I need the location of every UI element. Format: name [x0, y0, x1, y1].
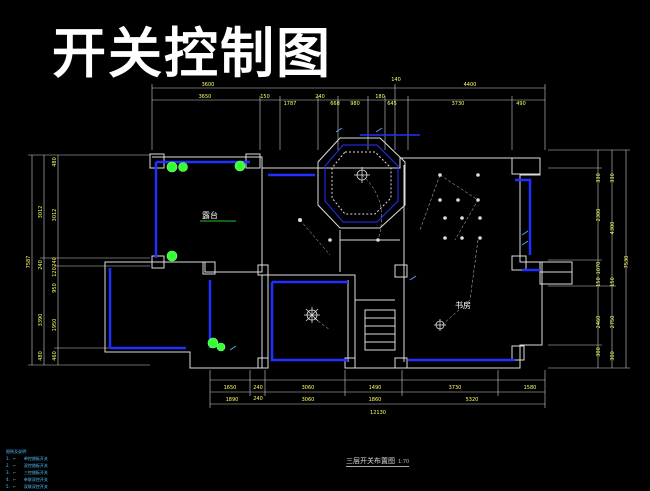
legend-item-label: 双控翘板开关 — [23, 463, 48, 468]
dimension-text-vertical: 7587 3012 240 3390 480 480 3012 240 120 … — [26, 157, 630, 361]
downlight-icon — [298, 173, 482, 242]
dim-left-inner-4: 950 — [52, 283, 58, 293]
sheet-title-text: 三层开关布置图 — [346, 457, 395, 465]
dim-right-mid-1: 4300 — [610, 222, 616, 235]
room-label-study: 书房 — [455, 300, 471, 310]
dim-left-inner-2: 240 — [52, 257, 58, 267]
wall-outline — [104, 153, 573, 369]
dim-top2-2: 1787 — [284, 101, 297, 107]
dim-bottom2-4: 5320 — [466, 397, 479, 403]
dim-right-outer: 7530 — [624, 256, 630, 269]
dim-left-inner-3: 120 — [52, 267, 58, 277]
dim-bottom2-2: 3060 — [302, 397, 315, 403]
dim-top2-3: 240 — [315, 94, 325, 100]
legend-item-label: 单联双控开关 — [23, 477, 48, 482]
dim-left-inner-0: 480 — [52, 157, 58, 167]
legend-item: 1. ⌐ 单控翘板开关 — [6, 455, 76, 462]
dim-left-inner-5: 1950 — [52, 319, 58, 332]
dim-right-inner-2: 1070 — [596, 262, 602, 275]
legend-item-num: 3. — [6, 470, 10, 475]
legend-heading: 图例及说明： — [6, 449, 30, 454]
dim-left-mid-2: 3390 — [38, 314, 44, 327]
dim-right-inner-5: 300 — [596, 347, 602, 357]
dim-top2-5: 980 — [350, 101, 360, 107]
legend-item-num: 1. — [6, 456, 10, 461]
legend-item: 4. ⌐ 单联双控开关 — [6, 476, 76, 483]
switch-symbol-icon: ⌐ — [12, 484, 17, 489]
switch-symbol-icon: ⌐ — [12, 470, 17, 475]
switch-symbol-icon: ⌐ — [12, 477, 17, 482]
banner-title: 开关控制图 — [52, 22, 332, 85]
dim-top2-0: 3650 — [199, 94, 212, 100]
dim-right-inner-1: 2300 — [596, 209, 602, 222]
legend-item-num: 4. — [6, 477, 10, 482]
dimension-text: 3600 140 4400 3650 150 1787 240 668 980 … — [199, 77, 537, 416]
legend-item-label: 三控翘板开关 — [23, 470, 48, 475]
dim-bottom2-0: 1890 — [226, 397, 239, 403]
dim-bottom2-1: 240 — [253, 385, 263, 391]
legend-item-label: 单控翘板开关 — [23, 456, 48, 461]
legend-item: 5. ⌐ 双联双控开关 — [6, 483, 76, 490]
dim-right-inner-0: 330 — [596, 173, 602, 183]
dim-right-inner-4: 2460 — [596, 316, 602, 329]
dim-top2-7: 645 — [387, 101, 397, 107]
dim-right-mid-4: 300 — [610, 351, 616, 361]
dimension-lines — [28, 84, 630, 408]
octagon-bay — [317, 137, 406, 229]
dim-left-mid-3: 480 — [38, 351, 44, 361]
dim-top2-4: 668 — [330, 101, 340, 107]
dim-left-mid-0: 3012 — [38, 206, 44, 219]
wall-lamp-icon — [166, 160, 246, 352]
room-labels: 露台 书房 — [200, 210, 471, 310]
dim-right-mid-0: 330 — [610, 173, 616, 183]
dim-left-inner-1: 3012 — [52, 209, 58, 222]
sheet-scale: 1:70 — [398, 459, 410, 465]
dim-bottom1-2: 3060 — [302, 385, 315, 391]
dim-top2-8: 3730 — [452, 101, 465, 107]
dim-top1-0: 3600 — [202, 82, 215, 88]
dim-top2-6: 180 — [375, 94, 385, 100]
room-label-terrace: 露台 — [202, 210, 218, 220]
dim-right-mid-3: 2750 — [610, 316, 616, 329]
switch-wiring — [299, 174, 479, 331]
ceiling-lamp-icon — [304, 167, 446, 331]
dim-bottom1-3: 1490 — [369, 385, 382, 391]
legend-item-num: 5. — [6, 484, 10, 489]
switch-symbol-icon: ⌐ — [12, 456, 17, 461]
dim-right-mid-2: 150 — [610, 277, 616, 287]
dim-right-inner-3: 150 — [596, 277, 602, 287]
dim-top1-2: 4400 — [464, 82, 477, 88]
legend-item: 2. ⌐ 双控翘板开关 — [6, 462, 76, 469]
dim-top2-9: 490 — [516, 101, 526, 107]
sheet-title-underline — [346, 466, 410, 467]
dim-top1-1: 140 — [391, 77, 401, 83]
dim-bottom1-1: 240 — [253, 396, 263, 402]
dim-left-mid-1: 240 — [38, 260, 44, 270]
switch-icon — [229, 127, 529, 351]
legend-item: 3. ⌐ 三控翘板开关 — [6, 469, 76, 476]
window-lines — [108, 134, 540, 362]
dim-bottom-total: 12130 — [370, 410, 386, 416]
dim-bottom1-4: 3730 — [449, 385, 462, 391]
dim-left-outer: 7587 — [26, 256, 32, 269]
legend-item-num: 2. — [6, 463, 10, 468]
dim-bottom1-5: 1580 — [524, 385, 537, 391]
dim-left-inner-6: 460 — [52, 351, 58, 361]
switch-symbol-icon: ⌐ — [12, 463, 17, 468]
dim-top2-1: 150 — [260, 94, 270, 100]
legend-item-label: 双联双控开关 — [23, 484, 48, 489]
legend: 图例及说明： 1. ⌐ 单控翘板开关 2. ⌐ 双控翘板开关 3. ⌐ 三控翘板… — [6, 448, 76, 490]
dim-bottom2-3: 1860 — [369, 397, 382, 403]
dim-bottom1-0: 1650 — [224, 385, 237, 391]
